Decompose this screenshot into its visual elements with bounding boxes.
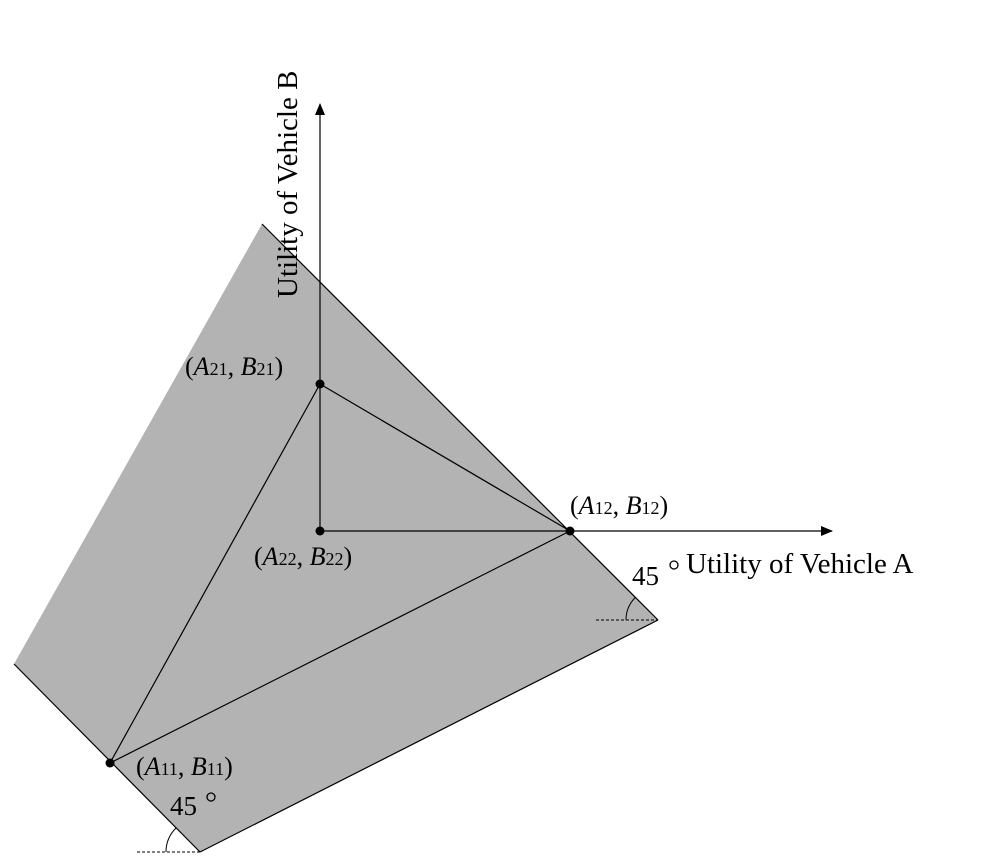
edge-12-11 bbox=[109, 530, 571, 764]
angle-arc-bottom bbox=[165, 827, 177, 853]
bottom-left-boundary-line bbox=[13, 663, 201, 853]
right-boundary-line bbox=[261, 223, 659, 621]
angle-arc-right bbox=[625, 597, 636, 621]
lower-boundary-line bbox=[199, 619, 659, 853]
angle-label-right: 45 bbox=[632, 561, 659, 591]
y-axis-label: Utility of Vehicle B bbox=[272, 71, 304, 298]
angle-label-bottom: 45 bbox=[170, 791, 197, 821]
edge-21-11 bbox=[109, 383, 321, 764]
point-a22-b22 bbox=[315, 526, 325, 536]
x-axis-label: Utility of Vehicle A bbox=[686, 548, 913, 580]
point-a21-b21 bbox=[315, 379, 325, 389]
degree-symbol-right bbox=[669, 560, 679, 570]
degree-symbol-bottom bbox=[206, 792, 216, 802]
point-a12-b12 bbox=[565, 526, 575, 536]
shaded-region bbox=[14, 224, 658, 852]
edge-21-12 bbox=[319, 383, 571, 532]
point-a11-b11 bbox=[105, 758, 115, 768]
label-a12-b12: (A12, B12) bbox=[570, 491, 668, 520]
